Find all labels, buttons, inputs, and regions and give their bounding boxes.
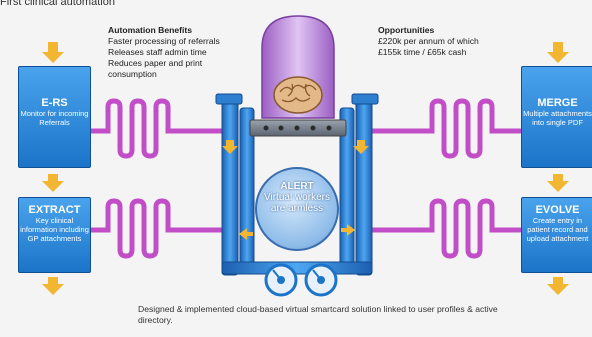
control-bar-lights bbox=[263, 125, 332, 131]
alert-title: ALERT bbox=[280, 181, 314, 192]
box-extract: EXTRACT Key clinical information includi… bbox=[18, 197, 91, 273]
page-title: First clinical automation bbox=[0, 0, 115, 8]
gauge-right-icon bbox=[304, 263, 338, 297]
alert-body: Virtual workers are armless bbox=[264, 192, 330, 214]
benefits-line: Reduces paper and print bbox=[108, 58, 203, 68]
pipe-coil-right-bottom bbox=[359, 198, 523, 259]
alert-circle: ALERT Virtual workers are armless bbox=[255, 167, 339, 251]
frame-base bbox=[221, 261, 373, 275]
opportunities-heading: Opportunities bbox=[378, 25, 435, 35]
box-evolve-body: Create entry in patient record and uploa… bbox=[526, 216, 589, 243]
box-extract-title: EXTRACT bbox=[28, 204, 81, 216]
box-ers: E-RS Monitor for incoming Referrals bbox=[18, 66, 91, 168]
brain-icon bbox=[273, 76, 323, 114]
pipe-coil-right-top bbox=[359, 98, 523, 159]
frame-left-cap bbox=[215, 93, 243, 105]
frame-right-outer bbox=[355, 99, 373, 276]
box-evolve-title: EVOLVE bbox=[535, 204, 580, 216]
benefits-heading: Automation Benefits bbox=[108, 25, 193, 35]
frame-left-outer bbox=[221, 99, 239, 276]
pipe-coil-left-top bbox=[88, 98, 233, 159]
box-merge-title: MERGE bbox=[537, 97, 578, 109]
footer-text: Designed & implemented cloud-based virtu… bbox=[138, 304, 498, 325]
automation-benefits: Automation Benefits Faster processing of… bbox=[108, 25, 258, 80]
opportunities-line: £220k per annum of which bbox=[378, 36, 479, 46]
box-evolve: EVOLVE Create entry in patient record an… bbox=[521, 197, 592, 273]
opportunities-line: £155k time / £65k cash bbox=[378, 47, 467, 57]
gauge-left-icon bbox=[264, 263, 298, 297]
box-ers-title: E-RS bbox=[41, 97, 68, 109]
benefits-line: Releases staff admin time bbox=[108, 47, 207, 57]
box-merge: MERGE Multiple attachments into single P… bbox=[521, 66, 592, 168]
frame-right-cap bbox=[351, 93, 379, 105]
box-merge-body: Multiple attachments into single PDF bbox=[523, 109, 592, 127]
output-arrows bbox=[42, 42, 569, 295]
benefits-line: consumption bbox=[108, 69, 157, 79]
box-extract-body: Key clinical information including GP at… bbox=[20, 216, 89, 243]
pipe-coil-left-bottom bbox=[88, 198, 233, 259]
benefits-line: Faster processing of referrals bbox=[108, 36, 220, 46]
opportunities: Opportunities £220k per annum of which £… bbox=[378, 25, 528, 58]
box-ers-body: Monitor for incoming Referrals bbox=[20, 109, 89, 127]
frame-arrows bbox=[222, 140, 369, 240]
